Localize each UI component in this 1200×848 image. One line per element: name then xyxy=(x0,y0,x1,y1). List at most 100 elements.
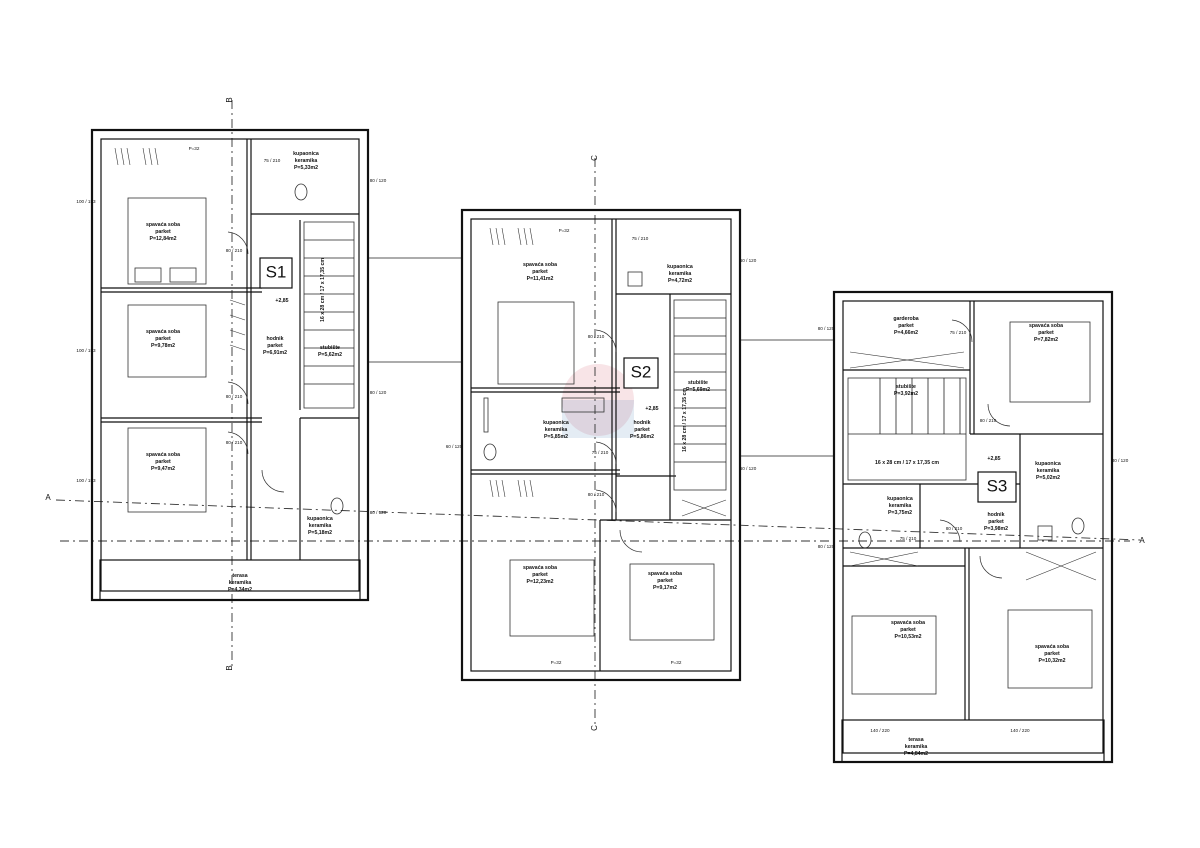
section-marker-c-top: C xyxy=(590,155,599,161)
room-label: spavaća soba xyxy=(146,329,180,335)
door-tag: 75 / 210 xyxy=(632,236,649,241)
stair-note: 16 x 28 cm / 17 x 17,35 cm xyxy=(875,460,939,466)
room-area: P=3,75m2 xyxy=(888,510,912,516)
room-floor: keramika xyxy=(545,427,568,433)
room-label: garderoba xyxy=(893,316,918,322)
window-tag: 100 / 153 xyxy=(76,199,96,204)
room-area: P=10,32m2 xyxy=(1039,658,1066,664)
unit-s3-plan xyxy=(832,290,1114,764)
room-area: P=6,91m2 xyxy=(263,350,287,356)
section-marker-c-bottom: C xyxy=(590,725,599,731)
room-floor: keramika xyxy=(229,580,252,586)
unit-s2-plan xyxy=(460,208,742,682)
room-area: P=5,86m2 xyxy=(630,434,654,440)
room-floor: keramika xyxy=(905,744,928,750)
room-label: spavaća soba xyxy=(146,222,180,228)
unit-label-s2: S2 xyxy=(631,362,652,381)
room-area: P=9,47m2 xyxy=(151,466,175,472)
door-tag: 80 / 210 xyxy=(588,334,605,339)
unit-label-s1: S1 xyxy=(266,262,287,281)
door-tag: 75 / 210 xyxy=(264,158,281,163)
room-floor: parket xyxy=(657,578,673,584)
room-area: P=12,84m2 xyxy=(150,236,177,242)
level-mark: +2,85 xyxy=(645,406,658,412)
room-area: P=11,41m2 xyxy=(527,276,554,282)
room-label: kupaonica xyxy=(307,516,333,522)
window-tag: 140 / 220 xyxy=(1010,728,1030,733)
unit-s3-labels: S3 garderoba parket P=4,66m2 spavaća sob… xyxy=(818,316,1129,757)
room-area: P=5,62m2 xyxy=(318,352,342,358)
window-tag: 80 / 120 xyxy=(1112,458,1129,463)
room-floor: parket xyxy=(1038,330,1054,336)
room-label: hodnik xyxy=(633,420,650,426)
window-tag: 80 / 120 xyxy=(818,544,835,549)
section-lines xyxy=(55,100,1141,724)
room-floor: keramika xyxy=(1037,468,1060,474)
level-mark: +2,85 xyxy=(987,456,1000,462)
room-area: P=4,34m2 xyxy=(228,587,252,593)
window-tag: P=32 xyxy=(671,660,682,665)
room-area: P=12,23m2 xyxy=(527,579,554,585)
section-marker-b-bottom: B xyxy=(225,665,234,670)
window-tag: P=32 xyxy=(551,660,562,665)
door-tag: 80 / 210 xyxy=(226,394,243,399)
window-tag: 80 / 120 xyxy=(370,510,387,515)
room-area: P=9,78m2 xyxy=(151,343,175,349)
room-floor: keramika xyxy=(889,503,912,509)
room-area: P=5,85m2 xyxy=(544,434,568,440)
room-area: P=5,02m2 xyxy=(1036,475,1060,481)
room-floor: parket xyxy=(155,459,171,465)
room-area: P=4,84m2 xyxy=(904,751,928,757)
window-tag: 100 / 153 xyxy=(76,348,96,353)
room-label: kupaonica xyxy=(667,264,693,270)
door-tag: 80 / 210 xyxy=(946,526,963,531)
door-tag: 80 / 210 xyxy=(226,440,243,445)
section-marker-a-right: A xyxy=(1139,536,1145,545)
unit-s1-plan xyxy=(90,128,370,602)
room-floor: keramika xyxy=(295,158,318,164)
room-floor: parket xyxy=(155,229,171,235)
room-label: kupaonica xyxy=(887,496,913,502)
room-label: kupaonica xyxy=(543,420,569,426)
room-area: P=10,53m2 xyxy=(895,634,922,640)
room-area: P=3,92m2 xyxy=(894,391,918,397)
room-area: P=5,18m2 xyxy=(308,530,332,536)
room-floor: keramika xyxy=(669,271,692,277)
room-label: spavaća soba xyxy=(648,571,682,577)
watermark-logo xyxy=(562,364,634,438)
stair-note-s1: 16 x 28 cm / 17 x 17,35 cm xyxy=(320,258,326,322)
room-area: P=5,33m2 xyxy=(294,165,318,171)
window-tag: 60 / 120 xyxy=(740,466,757,471)
room-area: P=5,69m2 xyxy=(686,387,710,393)
stair-note-s2: 16 x 28 cm / 17 x 17,35 cm xyxy=(682,388,688,452)
room-floor: parket xyxy=(1044,651,1060,657)
room-label: kupaonica xyxy=(1035,461,1061,467)
room-label: stubište xyxy=(896,384,916,390)
room-label: terasa xyxy=(908,737,923,743)
door-tag: 80 / 210 xyxy=(980,418,997,423)
unit-s1-labels: S1 spavaća soba parket P=12,84m2 spavaća… xyxy=(76,146,386,593)
room-floor: parket xyxy=(155,336,171,342)
level-mark: +2,85 xyxy=(275,298,288,304)
unit-s2-labels: S2 spavaća soba parket P=11,41m2 kupaoni… xyxy=(446,228,757,665)
window-tag: 60 / 120 xyxy=(446,444,463,449)
door-tag: 80 / 210 xyxy=(588,492,605,497)
window-tag: 80 / 120 xyxy=(370,178,387,183)
room-floor: parket xyxy=(532,269,548,275)
room-area: P=4,66m2 xyxy=(894,330,918,336)
door-tag: 75 / 210 xyxy=(900,536,917,541)
room-floor: keramika xyxy=(309,523,332,529)
room-floor: parket xyxy=(898,323,914,329)
room-floor: parket xyxy=(532,572,548,578)
room-area: P=7,82m2 xyxy=(1034,337,1058,343)
door-tag: 75 / 210 xyxy=(950,330,967,335)
room-area: P=3,98m2 xyxy=(984,526,1008,532)
window-tag: 80 / 120 xyxy=(818,326,835,331)
room-floor: parket xyxy=(634,427,650,433)
room-floor: parket xyxy=(988,519,1004,525)
room-label: hodnik xyxy=(266,336,283,342)
section-marker-a-left: A xyxy=(45,493,51,502)
room-floor: parket xyxy=(900,627,916,633)
room-label: stubište xyxy=(688,380,708,386)
